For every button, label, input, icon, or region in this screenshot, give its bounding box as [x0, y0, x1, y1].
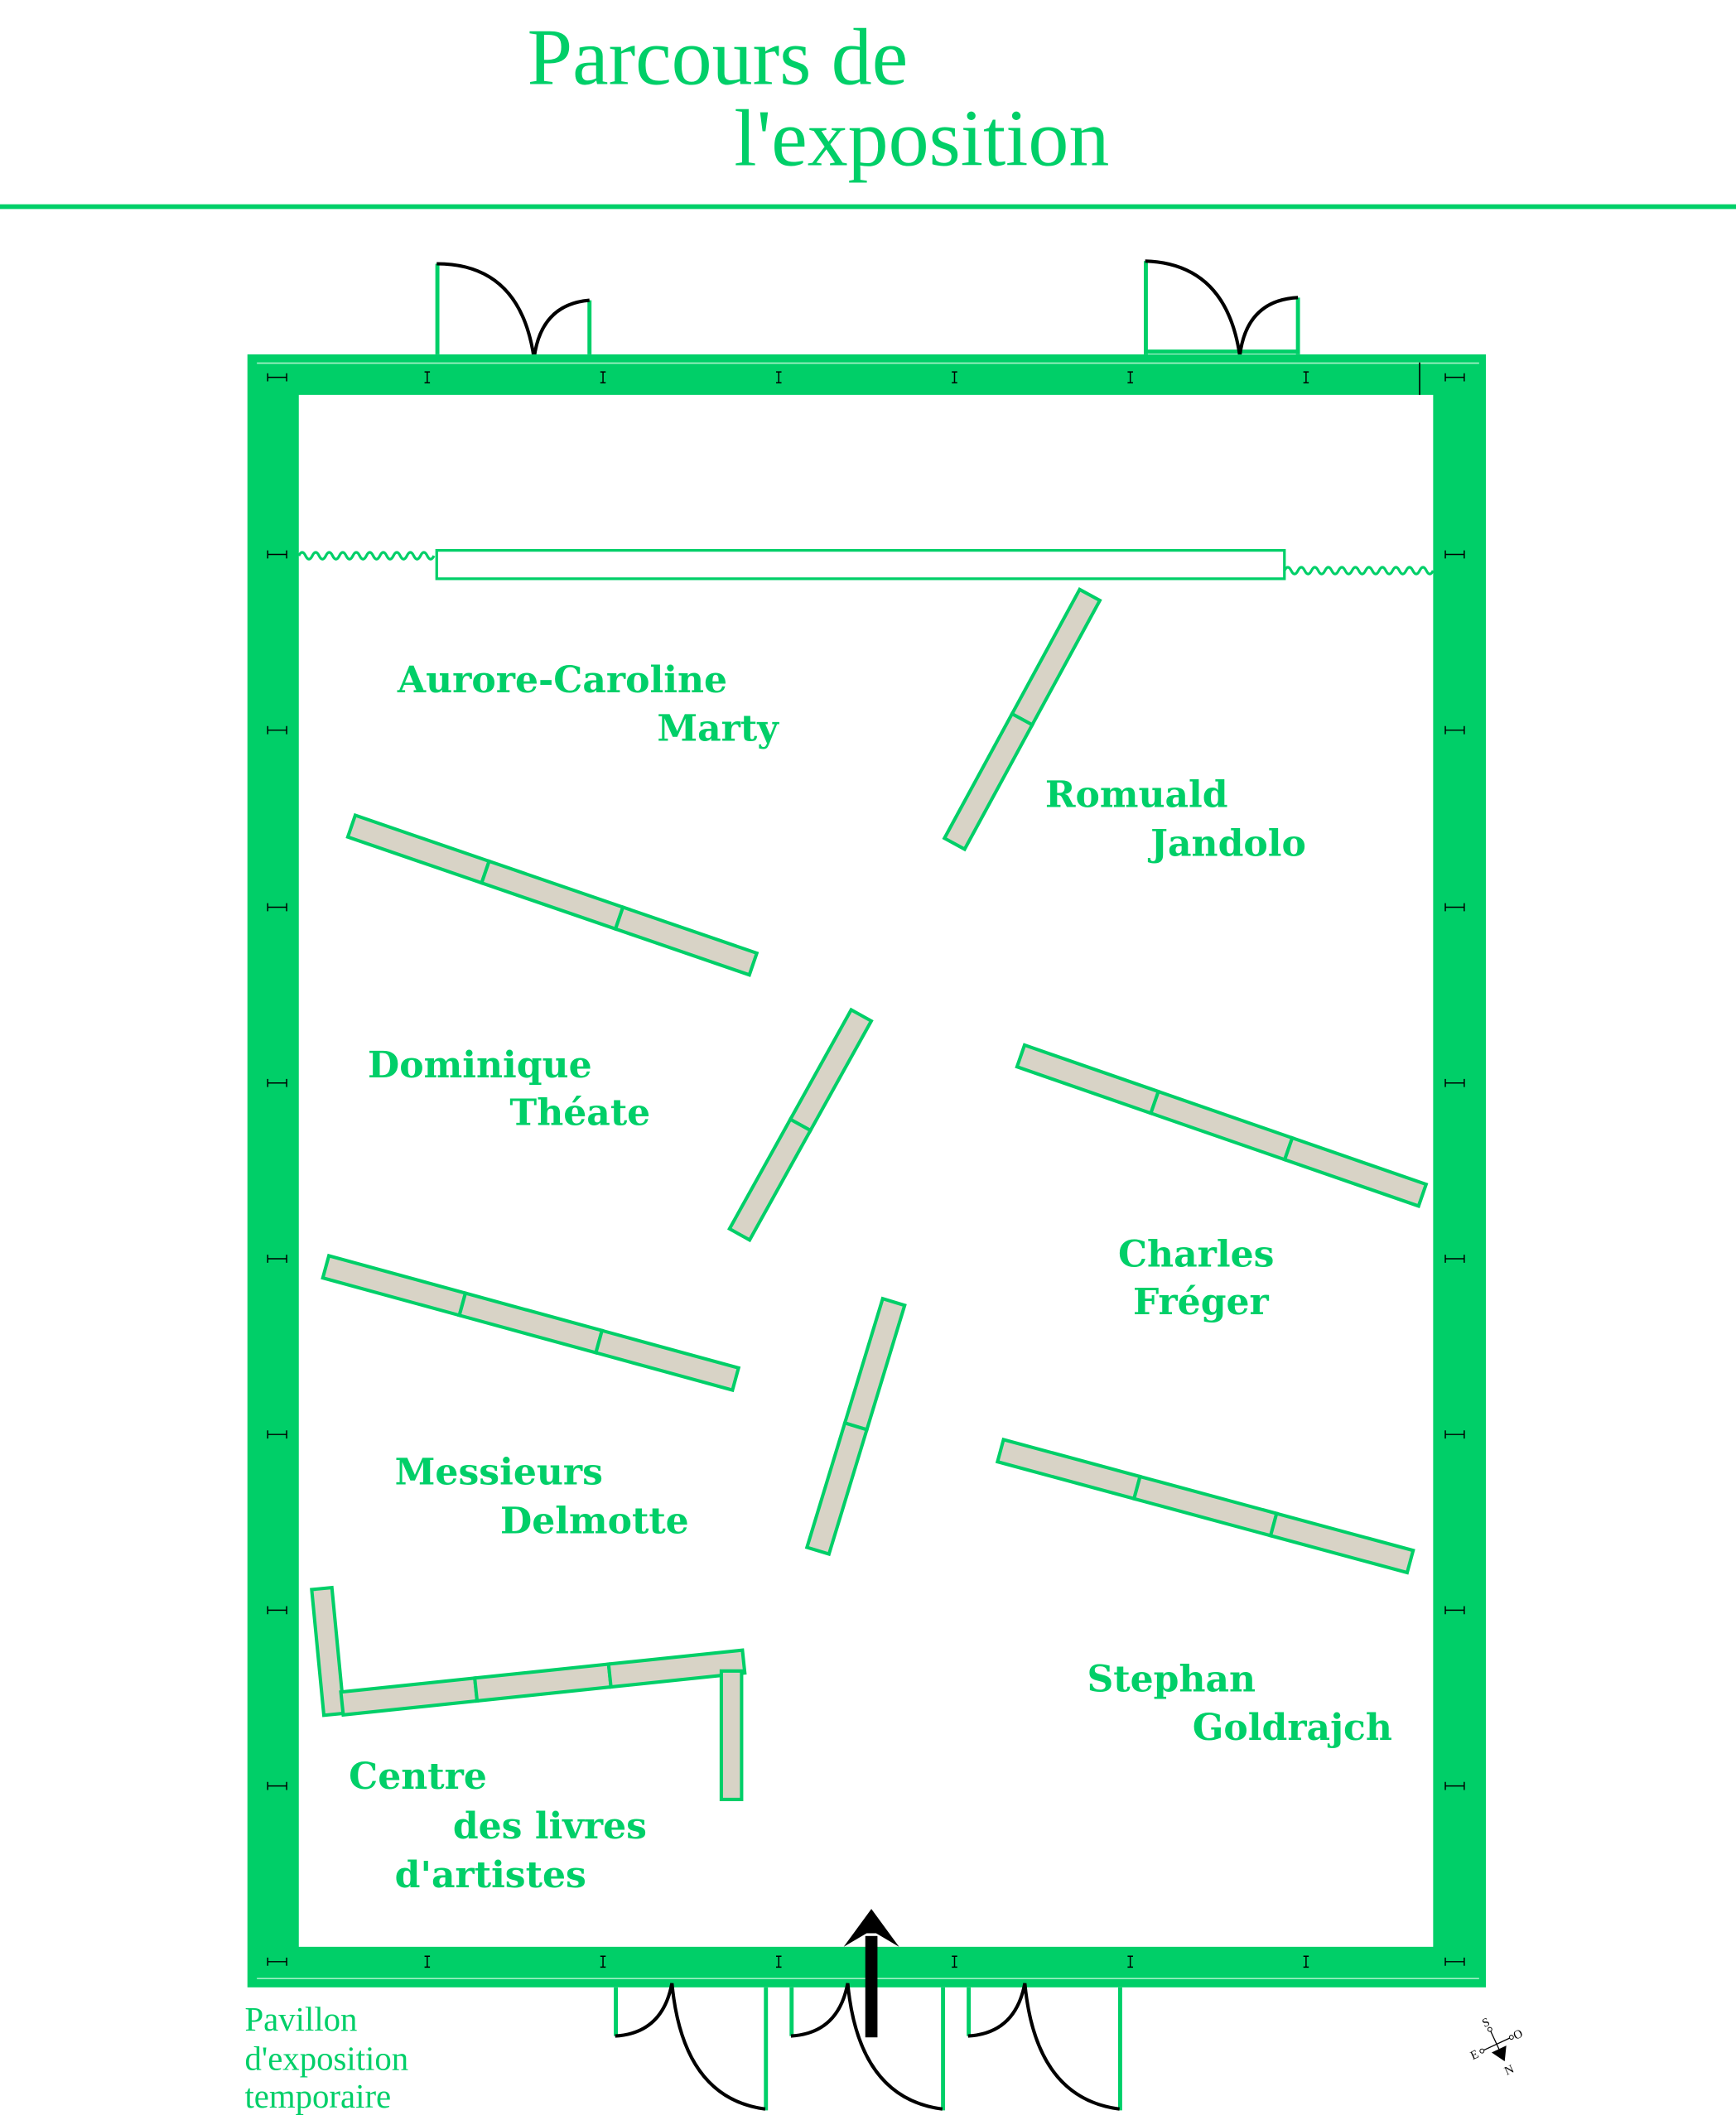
- artist-name-line: Goldrajch: [1193, 1707, 1392, 1749]
- entrance-arrow-icon: [843, 1909, 899, 2038]
- display-panel-segment: [804, 1420, 870, 1557]
- artist-label-jandolo: Romuald Jandolo: [1045, 774, 1306, 865]
- artist-name-line: d'artistes: [395, 1854, 586, 1896]
- artist-name-line: Messieurs: [395, 1452, 603, 1494]
- artist-label-livres: Centre des livres d'artistes: [349, 1756, 647, 1896]
- wall-tick: [1444, 1430, 1465, 1439]
- title-divider: [0, 204, 1736, 210]
- building-name-line: d'exposition: [244, 2040, 408, 2077]
- wall-tick: [1444, 725, 1465, 735]
- compass-east: E: [1468, 2048, 1481, 2063]
- wall-tick: [267, 373, 287, 382]
- wall-tick: [267, 903, 287, 912]
- artist-name-line: Théate: [509, 1091, 650, 1134]
- artist-name-line: des livres: [453, 1805, 647, 1848]
- wall-tick: [1303, 1955, 1309, 1968]
- wall-tick: [267, 1781, 287, 1790]
- wall-tick: [1444, 373, 1465, 382]
- artist-name-line: Stephan: [1087, 1658, 1256, 1700]
- wall-tick: [1444, 550, 1465, 559]
- wall-tick: [1444, 1606, 1465, 1615]
- compass-icon: S O E N: [1468, 2016, 1525, 2079]
- artist-name-line: Fréger: [1133, 1281, 1270, 1323]
- wall-tick: [1444, 1781, 1465, 1790]
- artist-name-line: Romuald: [1045, 774, 1228, 817]
- artist-label-marty: Aurore-Caroline Marty: [397, 659, 779, 750]
- bottom-doors: [614, 1983, 1122, 2111]
- wall-tick: [267, 1255, 287, 1263]
- wall-tick: [267, 1606, 287, 1615]
- artist-name-line: Charles: [1118, 1234, 1274, 1276]
- wall-tick: [775, 371, 782, 383]
- wall-tick: [600, 1955, 606, 1968]
- wall-tick: [267, 1430, 287, 1439]
- artist-name-line: Centre: [349, 1756, 487, 1798]
- wall-tick: [952, 371, 957, 383]
- artist-label-freger: Charles Fréger: [1118, 1234, 1274, 1323]
- wall-tick: [1444, 903, 1465, 912]
- artist-name-line: Marty: [657, 708, 779, 750]
- wall-tick: [1444, 1957, 1465, 1966]
- wall-tick: [1303, 371, 1309, 383]
- building-name-line: Pavillon: [244, 2001, 357, 2038]
- artist-name-line: Dominique: [368, 1044, 592, 1086]
- wall-tick: [1127, 1955, 1133, 1968]
- display-panel-segment: [606, 1648, 747, 1689]
- display-panel-segment: [1268, 1511, 1415, 1575]
- wall-tick: [267, 725, 287, 735]
- compass-north: N: [1502, 2062, 1517, 2078]
- artist-name-line: Jandolo: [1147, 823, 1306, 865]
- wall-tick: [775, 1955, 782, 1968]
- wall-tick: [600, 371, 606, 383]
- artist-name-line: Aurore-Caroline: [397, 659, 727, 701]
- display-panel-segment: [593, 1328, 741, 1393]
- wall-tick: [424, 1955, 431, 1968]
- display-panel-segment: [1282, 1135, 1429, 1208]
- top-door-right: [1144, 259, 1300, 356]
- display-panel-segment: [727, 1116, 813, 1243]
- wall-tick: [1127, 371, 1133, 383]
- display-panel-segment: [942, 711, 1035, 852]
- wall-tick: [424, 371, 431, 383]
- compass-west: O: [1512, 2027, 1525, 2043]
- wall-tick: [952, 1955, 957, 1968]
- artist-name-line: Delmotte: [500, 1500, 689, 1542]
- curtain-partition: [297, 548, 1435, 581]
- building-name-line: temporaire: [244, 2078, 391, 2115]
- display-panels: [310, 587, 1429, 1801]
- compass-south: S: [1480, 2016, 1492, 2031]
- display-panel-segment: [613, 904, 760, 977]
- wall-tick: [267, 550, 287, 559]
- wall-tick-marks: [267, 371, 1465, 1968]
- title-line-1: Parcours de: [528, 12, 909, 102]
- artist-label-goldrajch: Stephan Goldrajch: [1087, 1658, 1391, 1749]
- wall-tick: [267, 1078, 287, 1087]
- wall-tick: [1444, 1078, 1465, 1087]
- wall-tick: [1444, 1255, 1465, 1263]
- artist-label-delmotte: Messieurs Delmotte: [395, 1452, 689, 1543]
- top-door-left: [435, 262, 592, 359]
- title-line-2: l'exposition: [734, 94, 1109, 183]
- artist-label-theate: Dominique Théate: [368, 1044, 650, 1134]
- wall-tick: [267, 1957, 287, 1966]
- display-panel-segment: [719, 1669, 744, 1801]
